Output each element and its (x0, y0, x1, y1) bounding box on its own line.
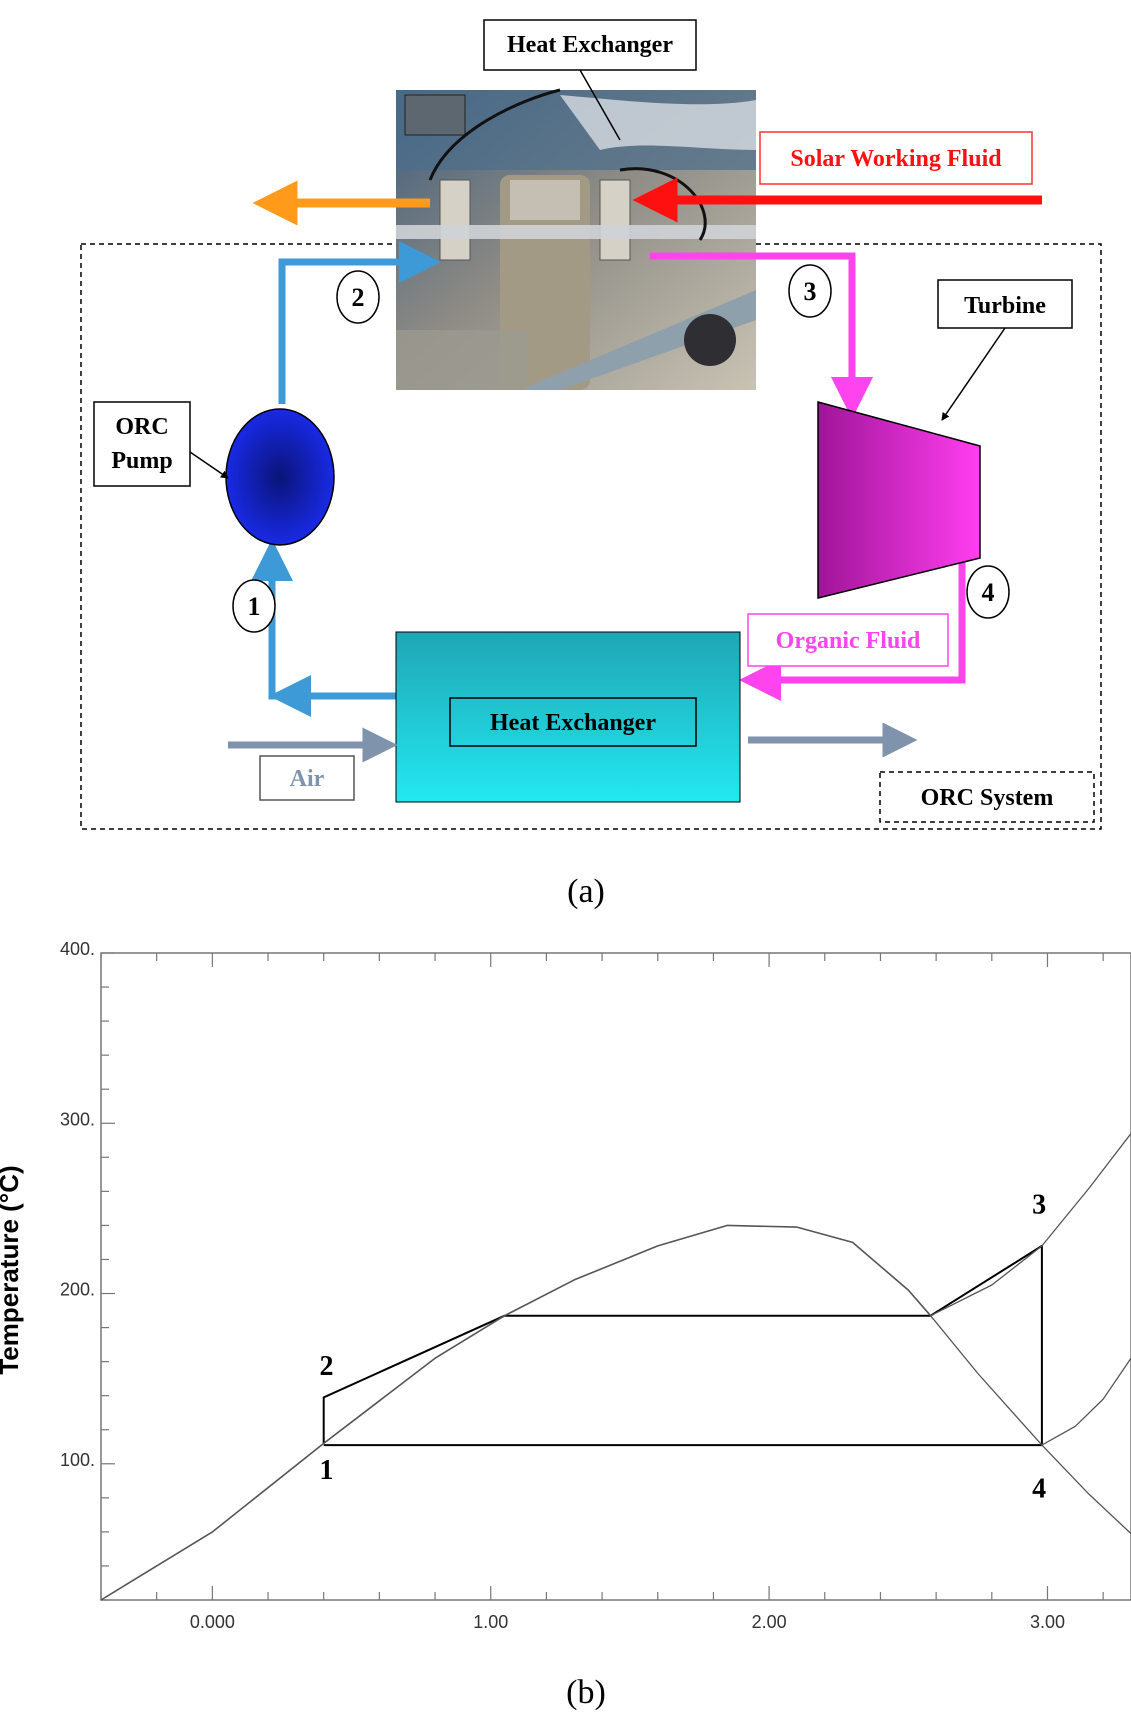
y-tick-label: 200. (60, 1280, 95, 1300)
heat-exchanger-top-label: Heat Exchanger (507, 32, 673, 58)
state-label-2: 2 (319, 1351, 333, 1382)
orc-system-label-box (879, 771, 1095, 823)
y-tick-label: 400. (60, 939, 95, 959)
x-tick-label: 2.00 (752, 1612, 787, 1632)
panel-a-caption: (a) (567, 873, 605, 910)
panel-b: 0.000 1.00 2.00 3.00 100. 200. 300. 400. 1 2 3 4 T… (0, 939, 1131, 1711)
flow-condenser-to-pump (251, 539, 396, 700)
orc-pump-label-line2: Pump (111, 448, 172, 474)
solar-working-fluid-box (759, 131, 1033, 185)
y-tick-label: 100. (60, 1450, 95, 1470)
y-axis-label: Temperature (°C) (0, 1165, 24, 1374)
flow-heat-exchanger-to-turbine (650, 252, 873, 419)
organic-fluid-label: Organic Fluid (776, 628, 921, 654)
series-isobar-low (1041, 1357, 1131, 1446)
state-point-1: 1 (232, 579, 276, 633)
svg-text:2: 2 (352, 283, 365, 312)
series-saturation-liquid (100, 1224, 932, 1601)
state-label-3: 3 (1032, 1189, 1046, 1220)
orc-pump-label-box (93, 401, 191, 487)
axis-ticks: 0.000 1.00 2.00 3.00 100. 200. 300. 400. (60, 939, 1104, 1632)
chart-labels: 1 2 3 4 (319, 1189, 1046, 1504)
orc-pump-pointer (189, 451, 229, 479)
flow-turbine-to-condenser (739, 560, 966, 701)
condenser-heat-exchanger (395, 631, 741, 803)
air-label: Air (290, 766, 325, 792)
turbine-label-box (937, 279, 1073, 329)
air-label-box (259, 755, 355, 801)
state-point-2: 2 (336, 270, 380, 324)
turbine (817, 401, 981, 599)
heat-exchanger-bottom-box (449, 697, 697, 747)
turbine-label: Turbine (964, 293, 1046, 319)
heat-exchanger-photo (396, 88, 756, 390)
chart-series (100, 1133, 1131, 1601)
panel-a: Heat Exchanger Solar Working Fluid ORC P… (80, 19, 1102, 910)
turbine-pointer (941, 327, 1006, 421)
plot-area (100, 952, 1131, 1601)
flow-pump-to-heat-exchanger (278, 241, 441, 404)
organic-fluid-box (747, 613, 949, 667)
orc-pump (225, 408, 335, 546)
state-label-1: 1 (319, 1455, 333, 1486)
x-tick-label: 0.000 (190, 1612, 235, 1632)
orc-system-boundary (80, 243, 1102, 830)
y-tick-label: 300. (60, 1109, 95, 1129)
state-point-3: 3 (788, 264, 832, 318)
heat-exchanger-top-pointer (579, 69, 621, 141)
panel-b-caption: (b) (566, 1674, 606, 1711)
state-label-4: 4 (1032, 1474, 1046, 1505)
x-tick-label: 3.00 (1030, 1612, 1065, 1632)
heat-exchanger-top-box (483, 19, 697, 71)
x-tick-label: 1.00 (473, 1612, 508, 1632)
orc-pump-label-line1: ORC (115, 414, 168, 440)
ts-chart: 0.000 1.00 2.00 3.00 100. 200. 300. 400. 1 2 3 4 T… (0, 939, 1131, 1632)
orc-system-label: ORC System (921, 785, 1054, 811)
series-isobar-high (930, 1133, 1131, 1317)
svg-text:3: 3 (804, 277, 817, 306)
heat-exchanger-bottom-label: Heat Exchanger (490, 710, 656, 736)
solar-working-fluid-label: Solar Working Fluid (790, 146, 1002, 172)
svg-text:4: 4 (982, 578, 995, 607)
state-point-4: 4 (966, 565, 1010, 619)
svg-text:1: 1 (248, 592, 261, 621)
